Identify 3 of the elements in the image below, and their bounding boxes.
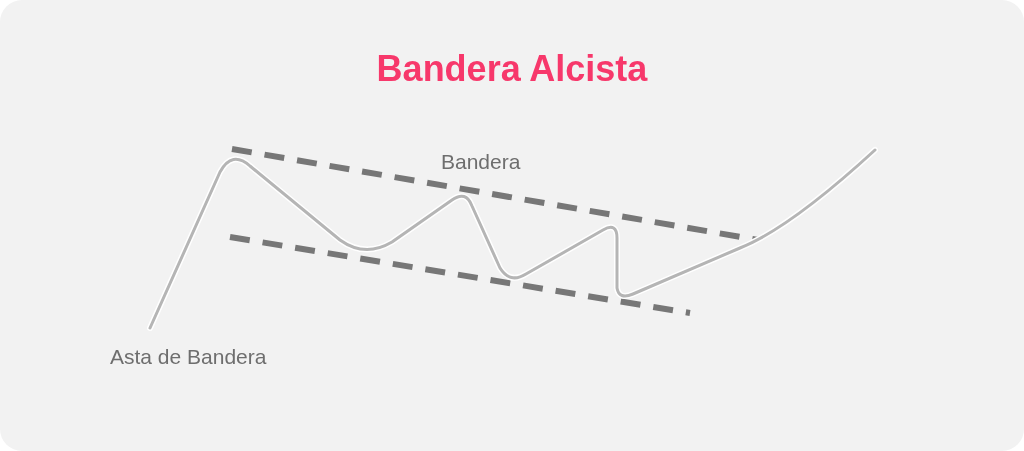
flag-label: Bandera (441, 150, 521, 174)
title: Bandera Alcista (376, 48, 648, 89)
flagpole-label: Asta de Bandera (110, 345, 267, 369)
